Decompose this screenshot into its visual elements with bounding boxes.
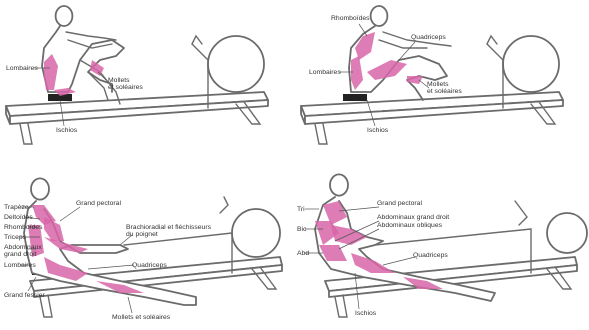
label-brachioradial-b: du poignet (126, 231, 158, 238)
label-ischios: Ischios (56, 127, 78, 134)
label-abd: Abd (297, 250, 309, 257)
label-quadriceps: Quadriceps (413, 252, 448, 259)
label-rhomboides: Rhomboïdes (331, 15, 370, 22)
label-abdominaux: Abdominaux (4, 244, 42, 251)
label-quadriceps: Quadriceps (411, 34, 446, 41)
drive-diagram: Rhomboïdes Quadriceps Lombaires Mollets … (295, 0, 589, 165)
layback-diagram: Tri Bic Abd Grand pectoral Abdominaux gr… (295, 165, 589, 330)
label-lombaires: Lombaires (4, 262, 36, 269)
panel-finish: Trapèze Deltoïdes Rhomboïdes Triceps Abd… (0, 165, 294, 330)
label-grand-fessier: Grand fessier (4, 292, 46, 299)
label-mollets: Mollets (427, 81, 449, 88)
finish-diagram: Trapèze Deltoïdes Rhomboïdes Triceps Abd… (0, 165, 294, 330)
label-ischios: Ischios (367, 127, 389, 134)
label-trapeze: Trapèze (4, 204, 29, 211)
label-rhomboides: Rhomboïdes (4, 224, 43, 231)
flywheel-icon (503, 36, 559, 92)
panel-layback: Tri Bic Abd Grand pectoral Abdominaux gr… (295, 165, 589, 330)
label-grand-pectoral: Grand pectoral (377, 200, 422, 207)
label-deltoides: Deltoïdes (4, 214, 33, 221)
flywheel-icon (208, 36, 264, 92)
label-mollets-soleaires: Mollets et soléaires (112, 314, 171, 321)
panel-drive: Rhomboïdes Quadriceps Lombaires Mollets … (295, 0, 589, 165)
label-grand-pectoral: Grand pectoral (76, 200, 121, 207)
flywheel-icon (547, 213, 587, 253)
flywheel-icon (232, 209, 280, 257)
catch-diagram: Lombaires Mollets et soléaires Ischios (0, 0, 294, 165)
label-lombaires: Lombaires (309, 69, 341, 76)
label-bic: Bic (297, 226, 307, 233)
seat-icon (343, 94, 367, 101)
label-brachioradial: Brachioradial et fléchisseurs (126, 224, 212, 231)
label-abdominaux-droit: Abdominaux grand droit (377, 214, 449, 221)
label-mollets-b: et soléaires (108, 84, 143, 91)
label-abdominaux-obliques: Abdominaux obliques (377, 222, 443, 229)
label-tri: Tri (297, 206, 305, 213)
label-triceps: Triceps (4, 234, 27, 241)
label-mollets-b: et soléaires (427, 88, 462, 95)
label-lombaires: Lombaires (6, 65, 38, 72)
label-mollets: Mollets (108, 77, 130, 84)
panel-catch: Lombaires Mollets et soléaires Ischios (0, 0, 294, 165)
label-ischios: Ischios (355, 310, 377, 317)
label-quadriceps: Quadriceps (132, 262, 167, 269)
label-abdominaux-b: grand droit (4, 251, 37, 258)
